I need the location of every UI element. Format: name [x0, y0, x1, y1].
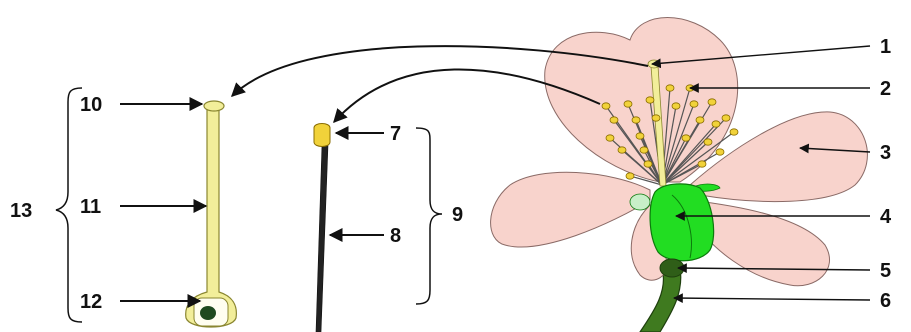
brace-13	[56, 88, 82, 322]
label-12: 12	[80, 291, 102, 313]
label-9: 9	[452, 204, 463, 226]
label-8: 8	[390, 225, 401, 247]
pistil-detail-body	[186, 108, 237, 327]
stamen-detail-anther	[314, 124, 330, 147]
label-10: 10	[80, 94, 102, 116]
label-4: 4	[880, 206, 892, 228]
stamen-detail	[314, 124, 330, 332]
pistil-detail-stigma	[204, 101, 224, 111]
brace-9	[416, 128, 442, 304]
stamen-detail-filament	[316, 145, 328, 332]
leader-lines-left	[120, 104, 384, 301]
label-1: 1	[880, 36, 891, 58]
label-5: 5	[880, 260, 891, 282]
label-3: 3	[880, 142, 891, 164]
label-2: 2	[880, 78, 891, 100]
label-11: 11	[80, 196, 101, 218]
ovary	[650, 184, 714, 261]
label-6: 6	[880, 290, 891, 312]
flower	[491, 18, 868, 332]
sepal-left	[630, 194, 650, 210]
pistil-detail	[186, 101, 237, 327]
label-13: 13	[10, 200, 32, 222]
label-7: 7	[390, 123, 401, 145]
petal-left	[491, 172, 650, 247]
ovule	[200, 306, 216, 320]
